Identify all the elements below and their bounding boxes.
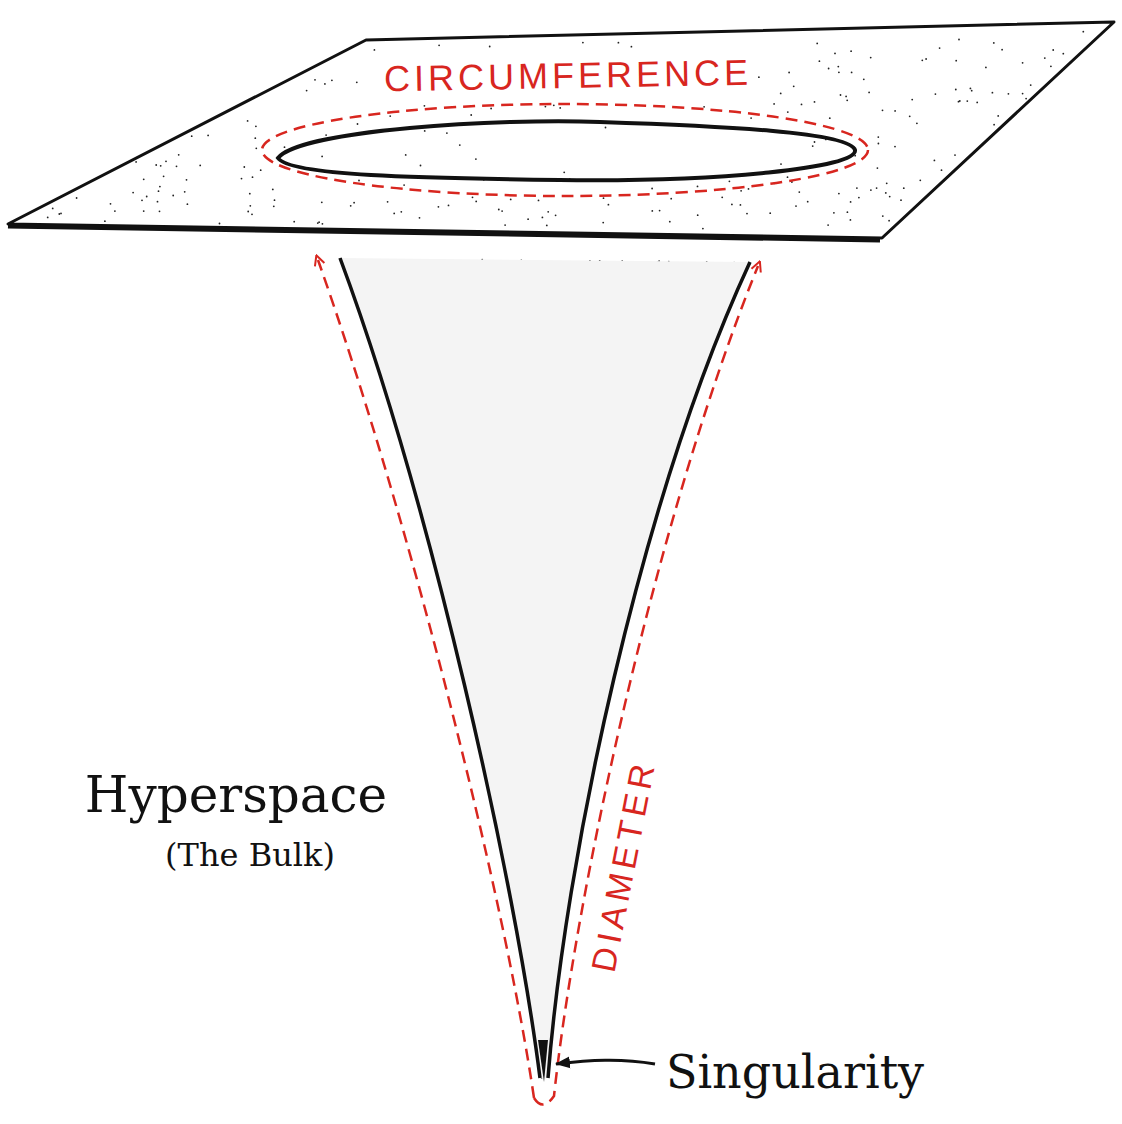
diameter-label: DIAMETER	[585, 757, 663, 976]
funnel-tip	[538, 1040, 548, 1082]
diameter-left	[318, 260, 534, 1098]
funnel-right	[548, 262, 750, 1078]
brane-plane	[8, 22, 1114, 238]
singularity-leader	[556, 1060, 655, 1064]
singularity-label: Singularity	[666, 1047, 924, 1098]
circumference-label: CIRCUMFERENCE	[384, 53, 753, 99]
bulk-label: (The Bulk)	[165, 838, 335, 873]
diameter-right	[534, 266, 758, 1105]
stipple	[47, 31, 1084, 1079]
circumference-loop	[262, 104, 868, 196]
brane-edge	[8, 226, 880, 240]
hyperspace-label: Hyperspace	[85, 768, 387, 823]
funnel-fill	[340, 258, 750, 1078]
throat-rim	[278, 121, 855, 180]
